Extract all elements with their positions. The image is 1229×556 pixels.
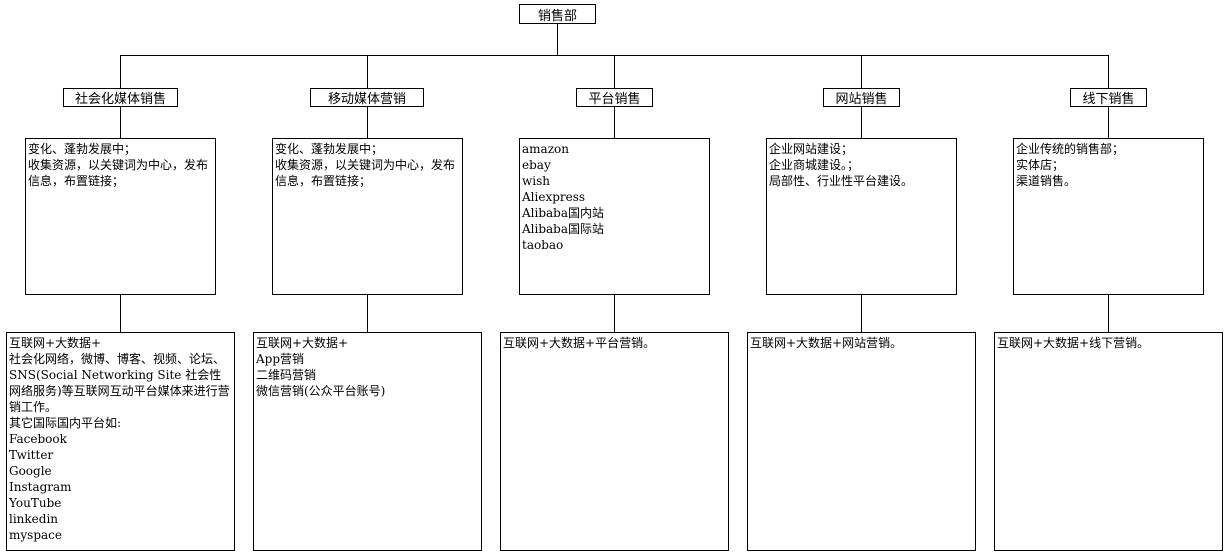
description-box-platform: amazon ebay wish Aliexpress Alibaba国内站 A… xyxy=(519,138,710,295)
connector-col4-desc xyxy=(861,107,862,138)
description-box-website: 企业网站建设； 企业商城建设。； 局部性、行业性平台建设。 xyxy=(766,138,957,295)
connector-col1-desc xyxy=(120,107,121,138)
connector-col3-bus xyxy=(614,55,615,88)
detail-box-mobile-media: 互联网+大数据+ App营销 二维码营销 微信营销(公众平台账号) xyxy=(253,332,482,551)
description-box-mobile-media: 变化、蓬勃发展中； 收集资源，以关键词为中心，发布信息，布置链接； xyxy=(272,138,463,295)
root-node-sales-department: 销售部 xyxy=(519,4,596,24)
category-node-website-sales: 网站销售 xyxy=(823,88,900,107)
category-label: 线下销售 xyxy=(1082,92,1135,107)
connector-col4-detail xyxy=(861,295,862,332)
category-label: 移动媒体营销 xyxy=(327,92,406,107)
connector-col5-detail xyxy=(1108,295,1109,332)
root-node-label: 销售部 xyxy=(537,8,577,24)
category-label: 社会化媒体销售 xyxy=(74,92,166,107)
connector-col2-desc xyxy=(367,107,368,138)
category-label: 网站销售 xyxy=(835,92,888,107)
description-box-social-media: 变化、蓬勃发展中； 收集资源，以关键词为中心，发布信息，布置链接； xyxy=(25,138,216,295)
connector-col1-detail xyxy=(120,295,121,332)
connector-col3-desc xyxy=(614,107,615,138)
category-node-platform-sales: 平台销售 xyxy=(576,88,653,107)
category-node-social-media-sales: 社会化媒体销售 xyxy=(63,88,178,107)
connector-col4-bus xyxy=(861,55,862,88)
category-label: 平台销售 xyxy=(588,92,641,107)
detail-box-offline: 互联网+大数据+线下营销。 xyxy=(994,332,1223,551)
description-box-offline: 企业传统的销售部； 实体店； 渠道销售。 xyxy=(1013,138,1204,295)
connector-col1-bus xyxy=(120,55,121,88)
connector-col2-detail xyxy=(367,295,368,332)
connector-col2-bus xyxy=(367,55,368,88)
connector-col5-desc xyxy=(1108,107,1109,138)
category-node-mobile-media-marketing: 移动媒体营销 xyxy=(310,88,424,107)
detail-box-platform: 互联网+大数据+平台营销。 xyxy=(500,332,729,551)
connector-col3-detail xyxy=(614,295,615,332)
detail-box-social-media: 互联网+大数据+ 社会化网络，微博、博客、视频、论坛、SNS(Social Ne… xyxy=(6,332,235,551)
category-node-offline-sales: 线下销售 xyxy=(1070,88,1147,107)
connector-col5-bus xyxy=(1108,55,1109,88)
detail-box-website: 互联网+大数据+网站营销。 xyxy=(747,332,976,551)
connector-root-down xyxy=(557,24,558,55)
